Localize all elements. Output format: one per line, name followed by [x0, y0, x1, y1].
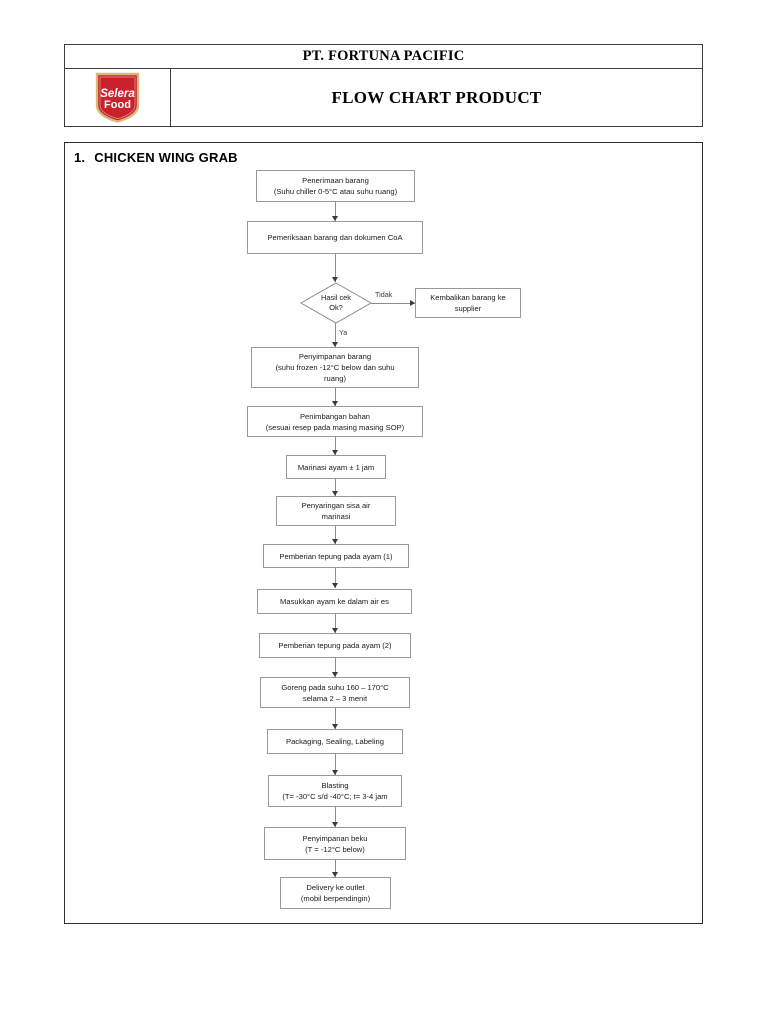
selera-food-logo-icon: Selera Food [94, 71, 141, 124]
arrow-n2-d1-icon [332, 277, 338, 282]
connector-n6-n7 [335, 479, 336, 496]
flow-node-pemeriksaan-barang: Pemeriksaan barang dan dokumen CoA [247, 221, 423, 254]
node-line: Pemberian tepung pada ayam (2) [278, 641, 392, 650]
arrow-n7-n8-icon [332, 539, 338, 544]
node-line: selama 2 – 3 menit [302, 693, 368, 703]
node-line: Goreng pada suhu 160 – 170°C [281, 682, 389, 692]
header-main-row: Selera Food FLOW CHART PRODUCT [65, 69, 702, 126]
arrow-n11-n12-icon [332, 724, 338, 729]
connector-n7-n8 [335, 526, 336, 544]
flow-node-pemberian-tepung-2: Pemberian tepung pada ayam (2) [259, 633, 411, 658]
connector-d1-n3 [371, 303, 415, 304]
arrow-n8-n9-icon [332, 583, 338, 588]
arrow-n5-n6-icon [332, 450, 338, 455]
flowchart-diagram: Penerimaan barang (Suhu chiller 0-5°C at… [65, 143, 702, 923]
flow-node-pemberian-tepung-1: Pemberian tepung pada ayam (1) [263, 544, 409, 568]
flowchart-content-frame: 1. CHICKEN WING GRAB Penerimaan barang (S… [64, 142, 703, 924]
connector-n4-n5 [335, 388, 336, 406]
arrow-n14-n15-icon [332, 872, 338, 877]
edge-label-tidak: Tidak [375, 290, 393, 299]
connector-n9-n10 [335, 614, 336, 633]
flow-node-packaging-sealing-labeling: Packaging, Sealing, Labeling [267, 729, 403, 754]
flow-node-goreng: Goreng pada suhu 160 – 170°C selama 2 – … [260, 677, 410, 708]
section-title: CHICKEN WING GRAB [94, 150, 238, 165]
node-line: Pemeriksaan barang dan dokumen CoA [267, 233, 403, 242]
node-line: Pemberian tepung pada ayam (1) [279, 551, 393, 561]
node-line: Penerimaan barang [302, 176, 369, 185]
node-line: supplier [454, 304, 482, 313]
svg-text:Selera: Selera [100, 88, 135, 100]
company-name-row: PT. FORTUNA PACIFIC [65, 45, 702, 69]
arrow-n13-n14-icon [332, 822, 338, 827]
connector-n13-n14 [335, 807, 336, 827]
flow-node-penimbangan-bahan: Penimbangan bahan (sesuai resep pada mas… [247, 406, 423, 437]
edge-label-ya: Ya [339, 328, 348, 337]
node-line: Packaging, Sealing, Labeling [286, 737, 384, 746]
node-line: Blasting [321, 781, 349, 790]
flow-node-penyimpanan-beku: Penyimpanan beku (T = -12°C below) [264, 827, 406, 860]
connector-n12-n13 [335, 754, 336, 775]
node-line: Penyaringan sisa air [301, 501, 371, 510]
connector-n8-n9 [335, 568, 336, 588]
connector-n14-n15 [335, 860, 336, 877]
svg-text:Food: Food [104, 99, 131, 111]
arrow-d1-n4-icon [332, 342, 338, 347]
connector-d1-n4 [335, 323, 336, 347]
node-line: (mobil berpendingin) [300, 894, 371, 903]
connector-n10-n11 [335, 658, 336, 677]
node-line: Penyimpanan beku [302, 833, 368, 843]
node-line: marinasi [321, 512, 351, 521]
node-line: Ok? [329, 303, 343, 312]
node-line: (suhu frozen -12°C below dan suhu [275, 363, 395, 372]
company-name: PT. FORTUNA PACIFIC [302, 48, 465, 64]
arrow-n4-n5-icon [332, 401, 338, 406]
logo-cell: Selera Food [65, 69, 171, 126]
flow-node-marinasi-ayam: Marinasi ayam ± 1 jam [286, 455, 386, 479]
flow-node-masukkan-ayam-air-es: Masukkan ayam ke dalam air es [257, 589, 412, 614]
node-line: ruang) [324, 374, 346, 383]
flow-node-delivery-ke-outlet: Delivery ke outlet (mobil berpendingin) [280, 877, 391, 909]
document-header-table: PT. FORTUNA PACIFIC Selera Food FLOW CHA… [64, 44, 703, 127]
node-line: (T= -30°C s/d -40°C; t= 3-4 jam [282, 792, 388, 801]
decision-label: Hasil cek Ok? [300, 282, 372, 324]
arrow-n6-n7-icon [332, 491, 338, 496]
section-number: 1. [74, 150, 86, 165]
arrow-d1-n3-icon [410, 299, 415, 306]
connector-n5-n6 [335, 437, 336, 455]
node-line: (Suhu chiller 0-5°C atau suhu ruang) [273, 187, 398, 196]
arrow-n9-n10-icon [332, 628, 338, 633]
connector-n11-n12 [335, 708, 336, 729]
flow-node-blasting: Blasting (T= -30°C s/d -40°C; t= 3-4 jam [268, 775, 402, 807]
node-line: (sesuai resep pada masing masing SOP) [265, 422, 405, 432]
document-title-cell: FLOW CHART PRODUCT [171, 69, 702, 126]
arrow-n12-n13-icon [332, 770, 338, 775]
flow-node-penyimpanan-barang: Penyimpanan barang (suhu frozen -12°C be… [251, 347, 419, 388]
node-line: Hasil cek [321, 293, 351, 303]
node-line: Delivery ke outlet [306, 883, 365, 892]
node-line: Penimbangan bahan [299, 411, 371, 421]
node-line: Kembalikan barang ke [430, 293, 506, 302]
flow-node-penerimaan-barang: Penerimaan barang (Suhu chiller 0-5°C at… [256, 170, 415, 202]
flow-node-decision-hasil-cek: Hasil cek Ok? [300, 282, 372, 324]
arrow-n10-n11-icon [332, 672, 338, 677]
document-title: FLOW CHART PRODUCT [331, 87, 542, 107]
connector-n1-n2 [335, 202, 336, 221]
section-heading: 1. CHICKEN WING GRAB [74, 150, 238, 165]
node-line: Masukkan ayam ke dalam air es [280, 597, 389, 606]
connector-n2-d1 [335, 254, 336, 282]
flow-node-kembalikan-barang: Kembalikan barang ke supplier [415, 288, 521, 318]
arrow-n1-n2-icon [332, 216, 338, 221]
node-line: Marinasi ayam ± 1 jam [297, 462, 375, 472]
node-line: Penyimpanan barang [298, 352, 372, 361]
node-line: (T = -12°C below) [305, 844, 365, 854]
flow-node-penyaringan-sisa-air: Penyaringan sisa air marinasi [276, 496, 396, 526]
